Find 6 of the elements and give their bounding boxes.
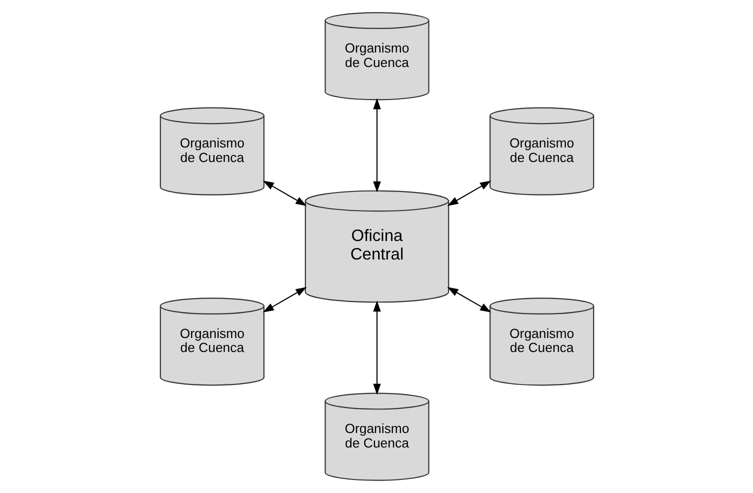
arrow: [372, 98, 380, 192]
arrow: [446, 180, 491, 206]
arrow: [372, 300, 380, 395]
arrow: [262, 180, 306, 206]
arrow: [446, 287, 491, 312]
arrow: [262, 287, 306, 312]
